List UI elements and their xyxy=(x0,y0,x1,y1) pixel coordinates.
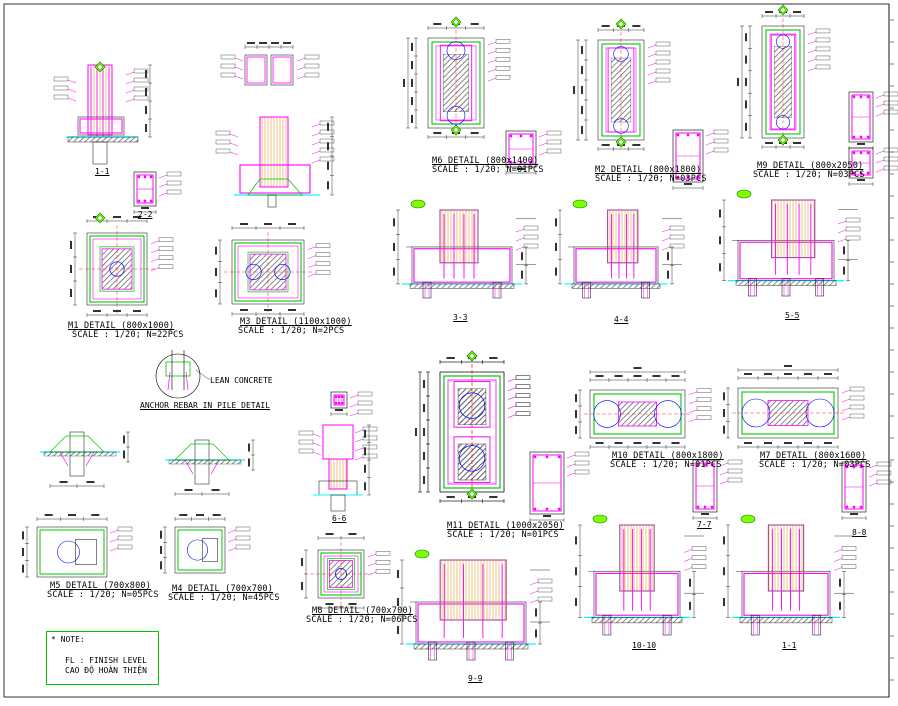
detail-title-m10: M10 DETAIL (800x1800) xyxy=(612,451,724,461)
note-line-2: CAO ĐỘ HOÀN THIỆN xyxy=(65,666,147,675)
detail-title-m7: M7 DETAIL (800x1600) xyxy=(760,451,867,461)
detail-scale-m3: SCALE : 1/20; N=2PCS xyxy=(238,326,345,336)
detail-title-m8: M8 DETAIL (700x700) xyxy=(312,606,414,616)
detail-scale-m11: SCALE : 1/20; N=01PCS xyxy=(447,530,559,540)
section-label-7-7: 7-7 xyxy=(697,520,712,529)
detail-scale-m6: SCALE : 1/20; N=01PCS xyxy=(432,165,544,175)
detail-scale-m7: SCALE : 1/20; N=03PCS xyxy=(759,460,871,470)
detail-scale-m5: SCALE : 1/20; N=05PCS xyxy=(47,590,159,600)
anchor-rebar-title: ANCHOR REBAR IN PILE DETAIL xyxy=(140,401,271,410)
note-line-1: FL : FINISH LEVEL xyxy=(65,656,147,665)
detail-scale-m8: SCALE : 1/20; N=06PCS xyxy=(306,615,418,625)
section-label-1-1: 1-1 xyxy=(95,167,110,176)
detail-title-m9: M9 DETAIL (800x2050) xyxy=(757,161,864,171)
section-label-1-1-bottom: 1-1 xyxy=(782,641,797,650)
detail-title-m3: M3 DETAIL (1100x1000) xyxy=(240,317,352,327)
detail-scale-m2: SCALE : 1/20; N=03PCS xyxy=(595,174,707,184)
section-label-9-9: 9-9 xyxy=(468,674,483,683)
detail-title-m4: M4 DETAIL (700x700) xyxy=(172,584,274,594)
note-box: * NOTE: FL : FINISH LEVEL CAO ĐỘ HOÀN TH… xyxy=(46,631,159,685)
lean-concrete-label: LEAN CONCRETE xyxy=(210,376,273,385)
detail-scale-m1: SCALE : 1/20; N=22PCS xyxy=(72,330,184,340)
section-label-3-3: 3-3 xyxy=(453,313,468,322)
section-label-8-8: 8-8 xyxy=(852,528,867,537)
detail-title-m11: M11 DETAIL (1000x2050) xyxy=(447,521,564,531)
note-title: * NOTE: xyxy=(51,635,85,644)
section-label-10-10: 10-10 xyxy=(632,641,657,650)
section-label-4-4: 4-4 xyxy=(614,315,629,324)
detail-scale-m4: SCALE : 1/20; N=45PCS xyxy=(168,593,280,603)
detail-scale-m9: SCALE : 1/20; N=03PCS xyxy=(753,170,865,180)
detail-scale-m10: SCALE : 1/20; N=01PCS xyxy=(610,460,722,470)
detail-title-m2: M2 DETAIL (800x1800) xyxy=(595,165,702,175)
detail-title-m5: M5 DETAIL (700x800) xyxy=(50,581,152,591)
detail-title-m6: M6 DETAIL (800x1400) xyxy=(432,156,539,166)
section-label-6-6: 6-6 xyxy=(332,514,347,523)
section-label-2-2: 2-2 xyxy=(138,210,153,219)
detail-title-m1: M1 DETAIL (800x1000) xyxy=(68,321,175,331)
section-label-5-5: 5-5 xyxy=(785,311,800,320)
